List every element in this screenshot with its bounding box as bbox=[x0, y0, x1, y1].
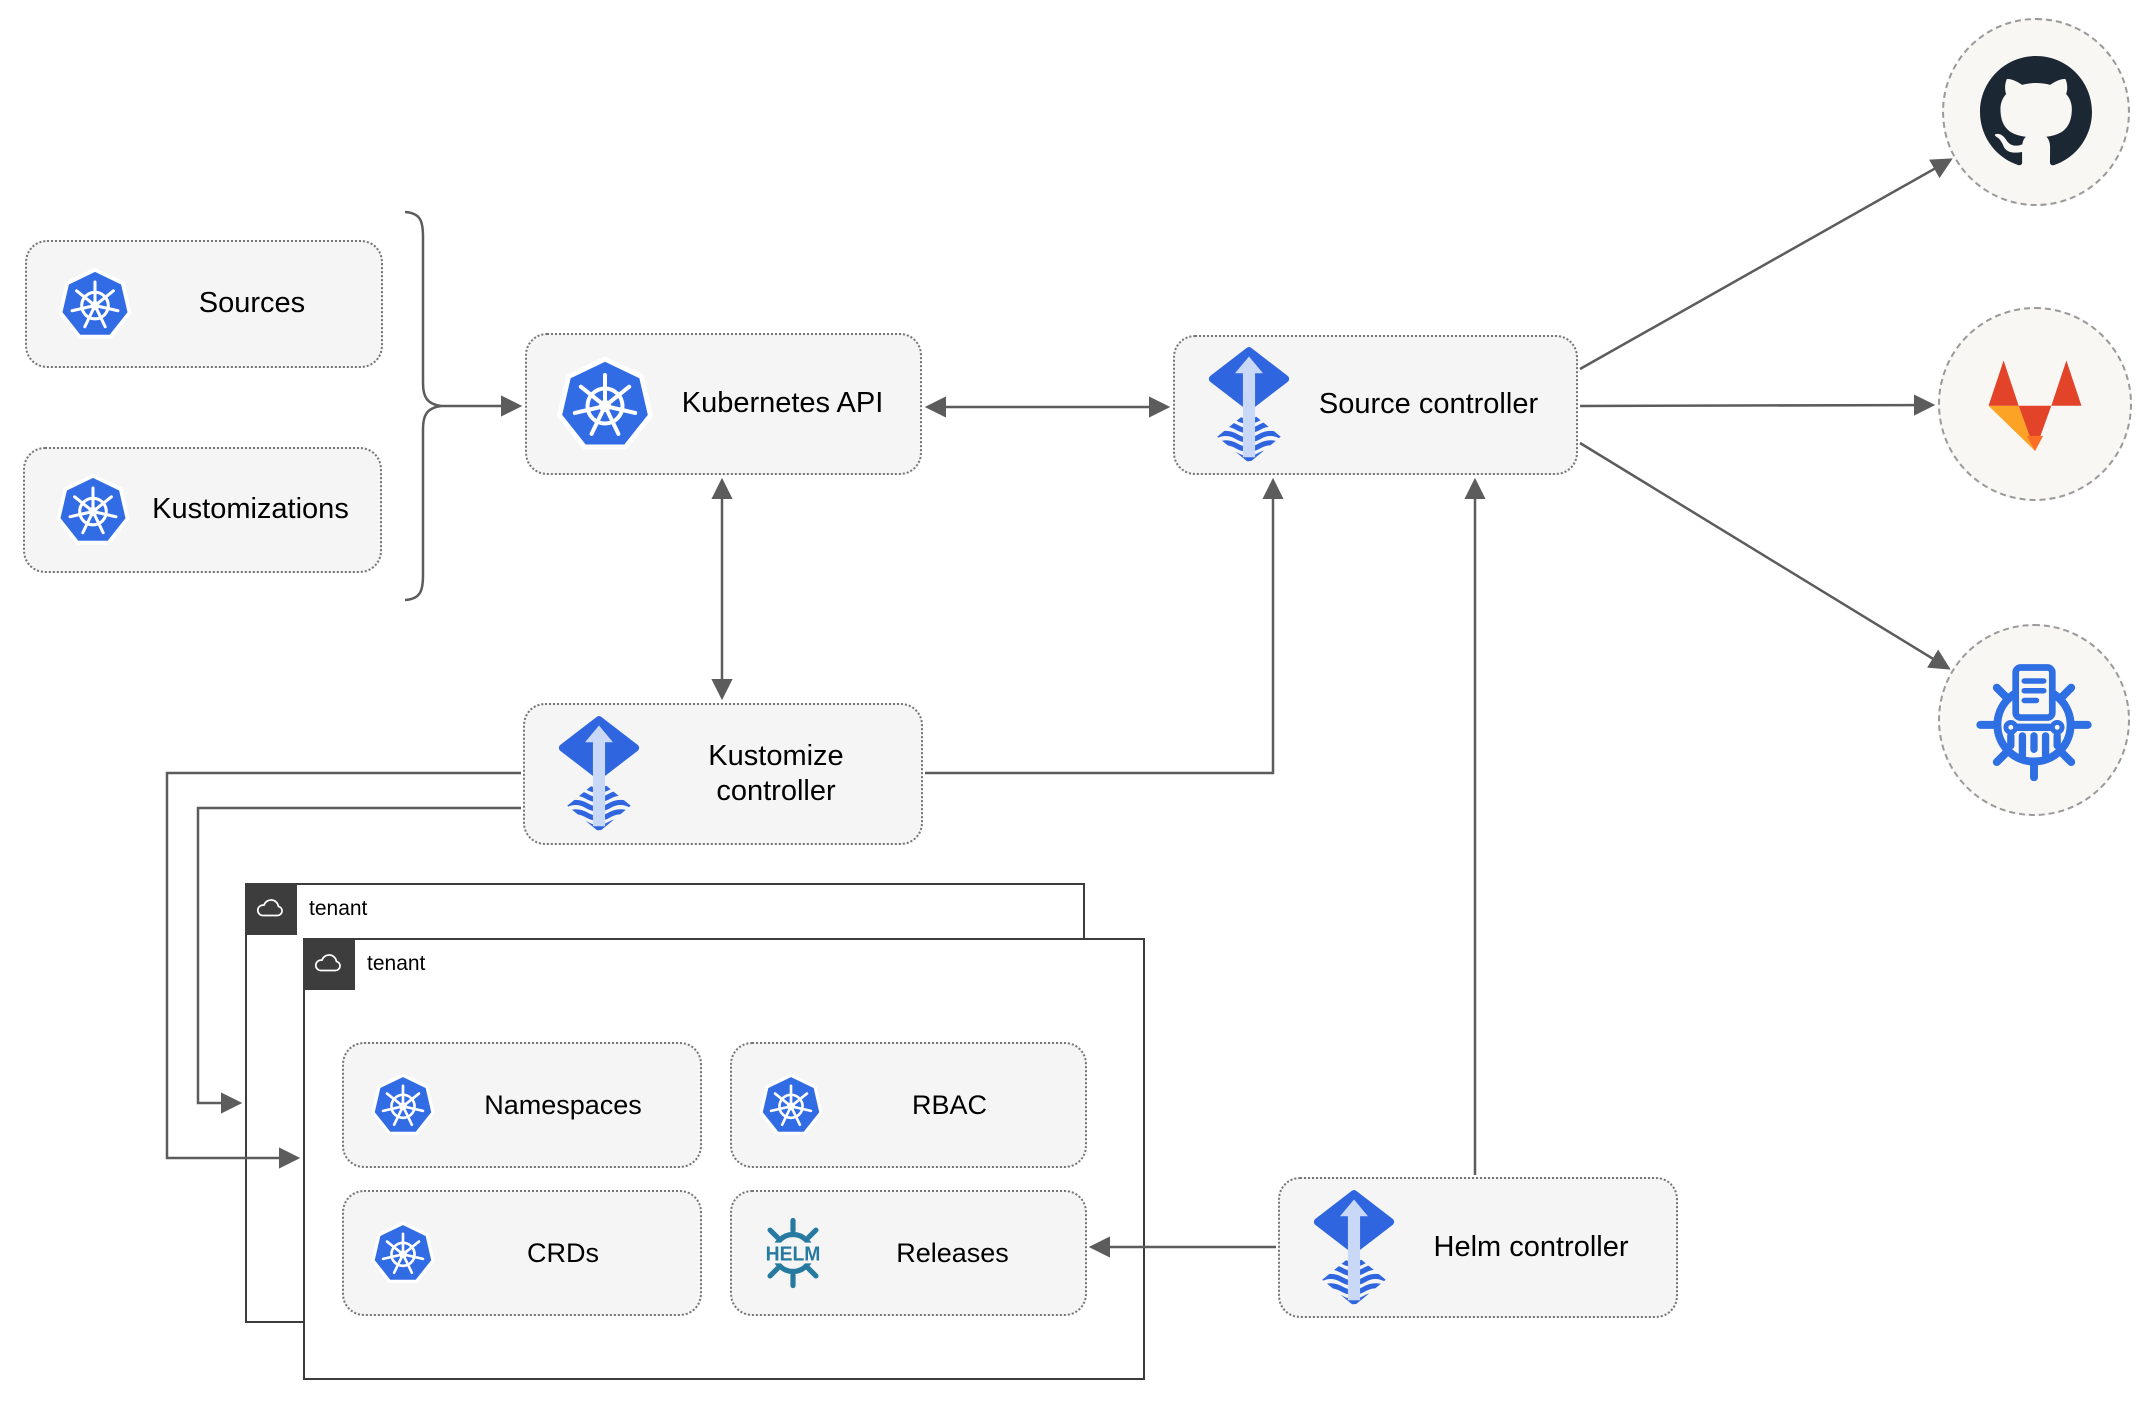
cloud-badge bbox=[245, 883, 297, 935]
tenant-container-front: tenant Namespaces RBAC CRDs Releases bbox=[303, 938, 1145, 1380]
sources-label: Sources bbox=[198, 287, 306, 320]
group-brace bbox=[404, 210, 442, 602]
cloud-icon bbox=[314, 954, 341, 972]
kubernetes-icon bbox=[370, 1220, 436, 1286]
kubernetes-icon bbox=[370, 1072, 436, 1138]
kubernetes-icon bbox=[555, 354, 655, 454]
namespaces-label: Namespaces bbox=[484, 1089, 642, 1120]
edge-source-registry bbox=[1579, 441, 1951, 670]
source-controller-label: Source controller bbox=[1318, 388, 1539, 421]
helm-icon bbox=[756, 1216, 830, 1290]
rbac-label: RBAC bbox=[911, 1089, 987, 1120]
kubernetes-icon bbox=[57, 266, 133, 342]
kubernetes-icon bbox=[758, 1072, 824, 1138]
edge-source-gitlab bbox=[1579, 394, 1936, 416]
source-controller-box: Source controller bbox=[1173, 335, 1578, 475]
tenant-label: tenant bbox=[309, 897, 368, 920]
kustomize-controller-label: Kustomize controller bbox=[708, 739, 844, 807]
registry-target bbox=[1938, 624, 2130, 816]
kubernetes-api-label: Kubernetes API bbox=[681, 387, 884, 420]
releases-box: Releases bbox=[730, 1190, 1087, 1316]
rbac-box: RBAC bbox=[730, 1042, 1087, 1168]
tenant-label: tenant bbox=[367, 952, 426, 975]
kubernetes-registry-icon bbox=[1973, 659, 2095, 781]
sources-box: Sources bbox=[25, 240, 383, 368]
helm-controller-box: Helm controller bbox=[1278, 1177, 1678, 1318]
cloud-badge bbox=[303, 938, 355, 990]
kustomize-controller-box: Kustomize controller bbox=[523, 703, 923, 845]
kustomizations-box: Kustomizations bbox=[23, 447, 382, 573]
gitlab-icon bbox=[1988, 360, 2082, 451]
kustomizations-label: Kustomizations bbox=[152, 493, 349, 526]
kubernetes-api-box: Kubernetes API bbox=[525, 333, 922, 475]
edge-source-github bbox=[1579, 158, 1953, 371]
flux-icon bbox=[557, 716, 641, 832]
edge-kustomize-source bbox=[925, 477, 1284, 775]
releases-label: Releases bbox=[896, 1237, 1009, 1268]
cloud-icon bbox=[256, 899, 283, 917]
github-target bbox=[1942, 18, 2130, 206]
crds-box: CRDs bbox=[342, 1190, 702, 1316]
kubernetes-icon bbox=[55, 472, 131, 548]
helm-controller-label: Helm controller bbox=[1433, 1230, 1629, 1263]
flux-icon bbox=[1312, 1190, 1396, 1306]
github-icon bbox=[1980, 56, 2092, 166]
crds-label: CRDs bbox=[527, 1237, 599, 1268]
namespaces-box: Namespaces bbox=[342, 1042, 702, 1168]
gitlab-target bbox=[1938, 307, 2132, 501]
flux-icon bbox=[1207, 347, 1291, 463]
